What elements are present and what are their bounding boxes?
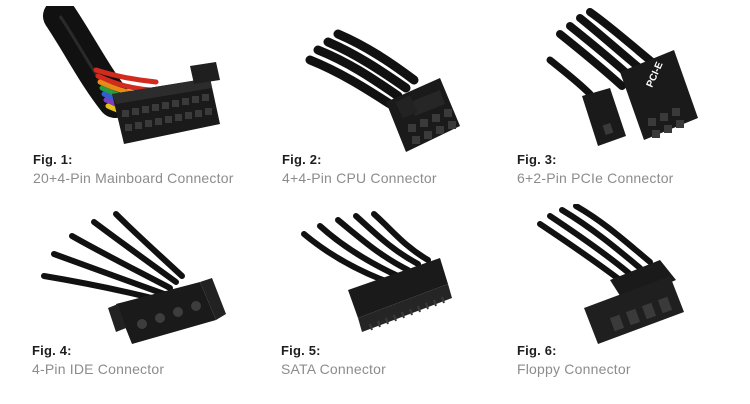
floppy-4pin-connector-icon — [537, 204, 684, 344]
figure-2-image — [290, 6, 530, 156]
figure-5: Fig. 5: SATA Connector — [250, 200, 500, 404]
figure-3: PCI-E Fig. 3: 6+2-Pin PCIe Connector — [480, 0, 750, 200]
cables — [305, 29, 419, 109]
connector-body — [112, 62, 220, 144]
figure-6-label: Fig. 6: — [517, 343, 557, 358]
pcie-2pin-clip — [582, 88, 626, 146]
figure-5-caption: SATA Connector — [281, 361, 386, 377]
figure-4: Fig. 4: 4-Pin IDE Connector — [0, 200, 260, 404]
pcie-8pin-connector-icon: PCI-E — [546, 8, 698, 146]
figure-4-label: Fig. 4: — [32, 343, 72, 358]
atx-24pin-connector-icon — [43, 6, 220, 144]
figure-6-caption: Floppy Connector — [517, 361, 631, 377]
figure-3-image: PCI-E — [520, 6, 750, 156]
figure-2: Fig. 2: 4+4-Pin CPU Connector — [250, 0, 500, 200]
connector-body — [386, 78, 460, 152]
connector-body — [108, 278, 226, 344]
sata-power-connector-icon — [301, 211, 452, 332]
figure-4-image — [20, 204, 260, 354]
figure-1: Fig. 1: 20+4-Pin Mainboard Connector — [0, 0, 260, 200]
figure-1-label: Fig. 1: — [33, 152, 73, 167]
connector-body — [584, 260, 684, 344]
figure-2-caption: 4+4-Pin CPU Connector — [282, 170, 437, 186]
cpu-8pin-connector-icon — [305, 29, 460, 152]
figure-6: Fig. 6: Floppy Connector — [480, 200, 750, 404]
figure-3-caption: 6+2-Pin PCIe Connector — [517, 170, 674, 186]
connector-body — [348, 258, 452, 332]
figure-5-label: Fig. 5: — [281, 343, 321, 358]
figure-3-label: Fig. 3: — [517, 152, 557, 167]
molex-4pin-connector-icon — [41, 211, 226, 344]
pcie-6pin-body: PCI-E — [620, 50, 698, 140]
cables — [537, 204, 653, 283]
figure-4-caption: 4-Pin IDE Connector — [32, 361, 165, 377]
cables — [301, 211, 431, 285]
figure-1-caption: 20+4-Pin Mainboard Connector — [33, 170, 234, 186]
figure-1-image — [20, 6, 260, 156]
figure-5-image — [280, 204, 520, 354]
cables — [41, 211, 185, 303]
figure-2-label: Fig. 2: — [282, 152, 322, 167]
figure-6-image — [520, 204, 750, 354]
